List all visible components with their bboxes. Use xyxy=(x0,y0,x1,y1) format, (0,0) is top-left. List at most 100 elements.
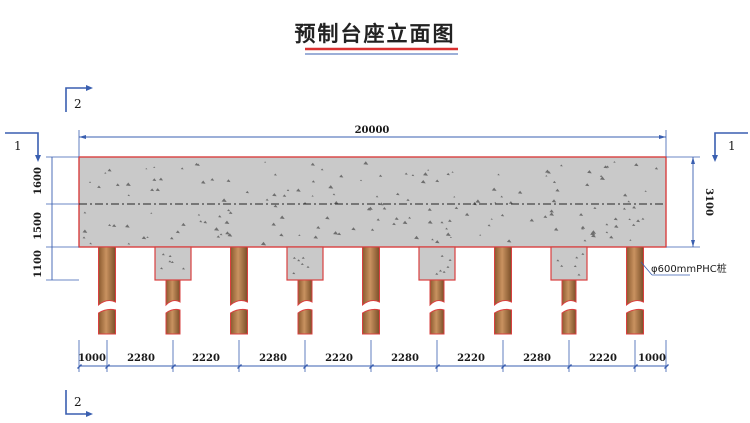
aggregate-speck xyxy=(303,201,307,204)
piles xyxy=(98,246,644,335)
aggregate-speck xyxy=(306,265,310,268)
aggregate-speck xyxy=(427,169,430,171)
pile-caps xyxy=(154,246,588,281)
aggregate-speck xyxy=(591,234,596,238)
aggregate-speck xyxy=(593,206,597,210)
aggregate-speck xyxy=(292,256,296,259)
pile-lower xyxy=(165,308,181,335)
aggregate-speck xyxy=(644,190,647,192)
section-mark-1-left: 1 xyxy=(5,132,41,162)
aggregate-speck xyxy=(161,253,165,256)
aggregate-speck xyxy=(440,221,444,224)
aggregate-speck xyxy=(408,216,412,219)
aggregate-speck xyxy=(272,193,277,197)
aggregate-speck xyxy=(613,161,616,163)
aggregate-speck xyxy=(376,218,380,221)
aggregate-speck xyxy=(396,192,400,196)
aggregate-speck xyxy=(210,178,215,181)
aggregate-speck xyxy=(451,171,454,173)
section-mark-2-top: 2 xyxy=(65,85,93,112)
pile-upper xyxy=(429,279,445,307)
spacing-tick-mark xyxy=(633,364,638,369)
aggregate-speck xyxy=(577,273,581,276)
aggregate-speck xyxy=(556,259,560,262)
aggregate-speck xyxy=(292,272,296,275)
aggregate-speck xyxy=(475,199,481,203)
aggregate-speck xyxy=(609,235,614,239)
aggregate-speck xyxy=(641,217,645,220)
aggregate-speck xyxy=(629,239,632,241)
aggregate-speck xyxy=(146,236,149,239)
aggregate-speck xyxy=(168,260,172,263)
dim-height-1600: 1600 xyxy=(33,167,44,195)
aggregate-speck xyxy=(104,172,107,174)
aggregate-speck xyxy=(279,215,285,219)
aggregate-speck xyxy=(500,214,505,217)
aggregate-speck xyxy=(366,207,372,211)
aggregate-speck xyxy=(446,172,450,176)
aggregate-speck xyxy=(411,174,415,177)
spacing-tick-mark xyxy=(664,364,669,369)
aggregate-speck xyxy=(628,218,631,221)
aggregate-speck xyxy=(529,218,534,222)
aggregate-speck xyxy=(300,262,304,265)
aggregate-speck xyxy=(219,233,223,236)
spacing-tick-mark xyxy=(171,364,176,369)
section-2-bottom-label: 2 xyxy=(74,395,82,409)
pile-label: φ600mmPHC桩 xyxy=(651,262,727,275)
aggregate-speck xyxy=(435,272,439,275)
aggregate-speck xyxy=(273,173,277,176)
dimension-left-heights: 1600 1500 1100 xyxy=(33,156,79,281)
aggregate-speck xyxy=(175,230,180,234)
aggregate-speck xyxy=(88,181,92,183)
aggregate-speck xyxy=(155,188,160,192)
concrete-aggregate xyxy=(82,161,659,246)
dim-height-3100: 3100 xyxy=(703,188,714,216)
aggregate-speck xyxy=(560,164,563,167)
pile-upper xyxy=(98,246,116,307)
aggregate-speck xyxy=(127,242,131,245)
section-mark-2-bottom: 2 xyxy=(65,390,93,417)
aggregate-speck xyxy=(454,206,459,210)
dim-spacing-0: 1000 xyxy=(78,353,106,364)
aggregate-speck xyxy=(224,220,230,225)
aggregate-speck xyxy=(552,180,557,184)
aggregate-speck xyxy=(634,163,639,167)
pile-upper xyxy=(494,246,512,307)
section-1-right-label: 1 xyxy=(728,139,736,153)
dim-spacing-6: 2220 xyxy=(457,353,485,364)
aggregate-speck xyxy=(573,265,577,268)
aggregate-speck xyxy=(127,194,131,197)
aggregate-speck xyxy=(379,202,384,206)
dim-height-1100: 1100 xyxy=(33,250,44,278)
aggregate-speck xyxy=(494,201,497,204)
aggregate-speck xyxy=(337,232,342,236)
aggregate-speck xyxy=(453,196,456,198)
aggregate-speck xyxy=(370,228,375,231)
aggregate-speck xyxy=(213,227,220,231)
aggregate-speck xyxy=(404,172,408,175)
aggregate-speck xyxy=(435,179,440,183)
aggregate-speck xyxy=(316,225,321,229)
aggregate-speck xyxy=(414,235,420,240)
aggregate-speck xyxy=(153,166,156,169)
pile-label-callout: φ600mmPHC桩 xyxy=(640,261,727,276)
aggregate-speck xyxy=(282,194,287,197)
aggregate-speck xyxy=(218,215,222,218)
aggregate-speck xyxy=(464,212,470,216)
aggregate-speck xyxy=(310,162,315,166)
aggregate-speck xyxy=(402,220,408,225)
pile-cap xyxy=(154,246,192,281)
section-2-top-label: 2 xyxy=(74,97,82,111)
aggregate-speck xyxy=(581,227,584,230)
aggregate-speck xyxy=(169,236,174,240)
aggregate-speck xyxy=(605,223,609,226)
aggregate-speck xyxy=(194,162,199,166)
aggregate-speck xyxy=(216,235,221,238)
aggregate-speck xyxy=(363,161,369,165)
aggregate-speck xyxy=(632,205,637,209)
pile-cap xyxy=(550,246,588,281)
aggregate-speck xyxy=(549,212,555,216)
aggregate-speck xyxy=(141,236,147,240)
aggregate-speck xyxy=(623,193,628,197)
